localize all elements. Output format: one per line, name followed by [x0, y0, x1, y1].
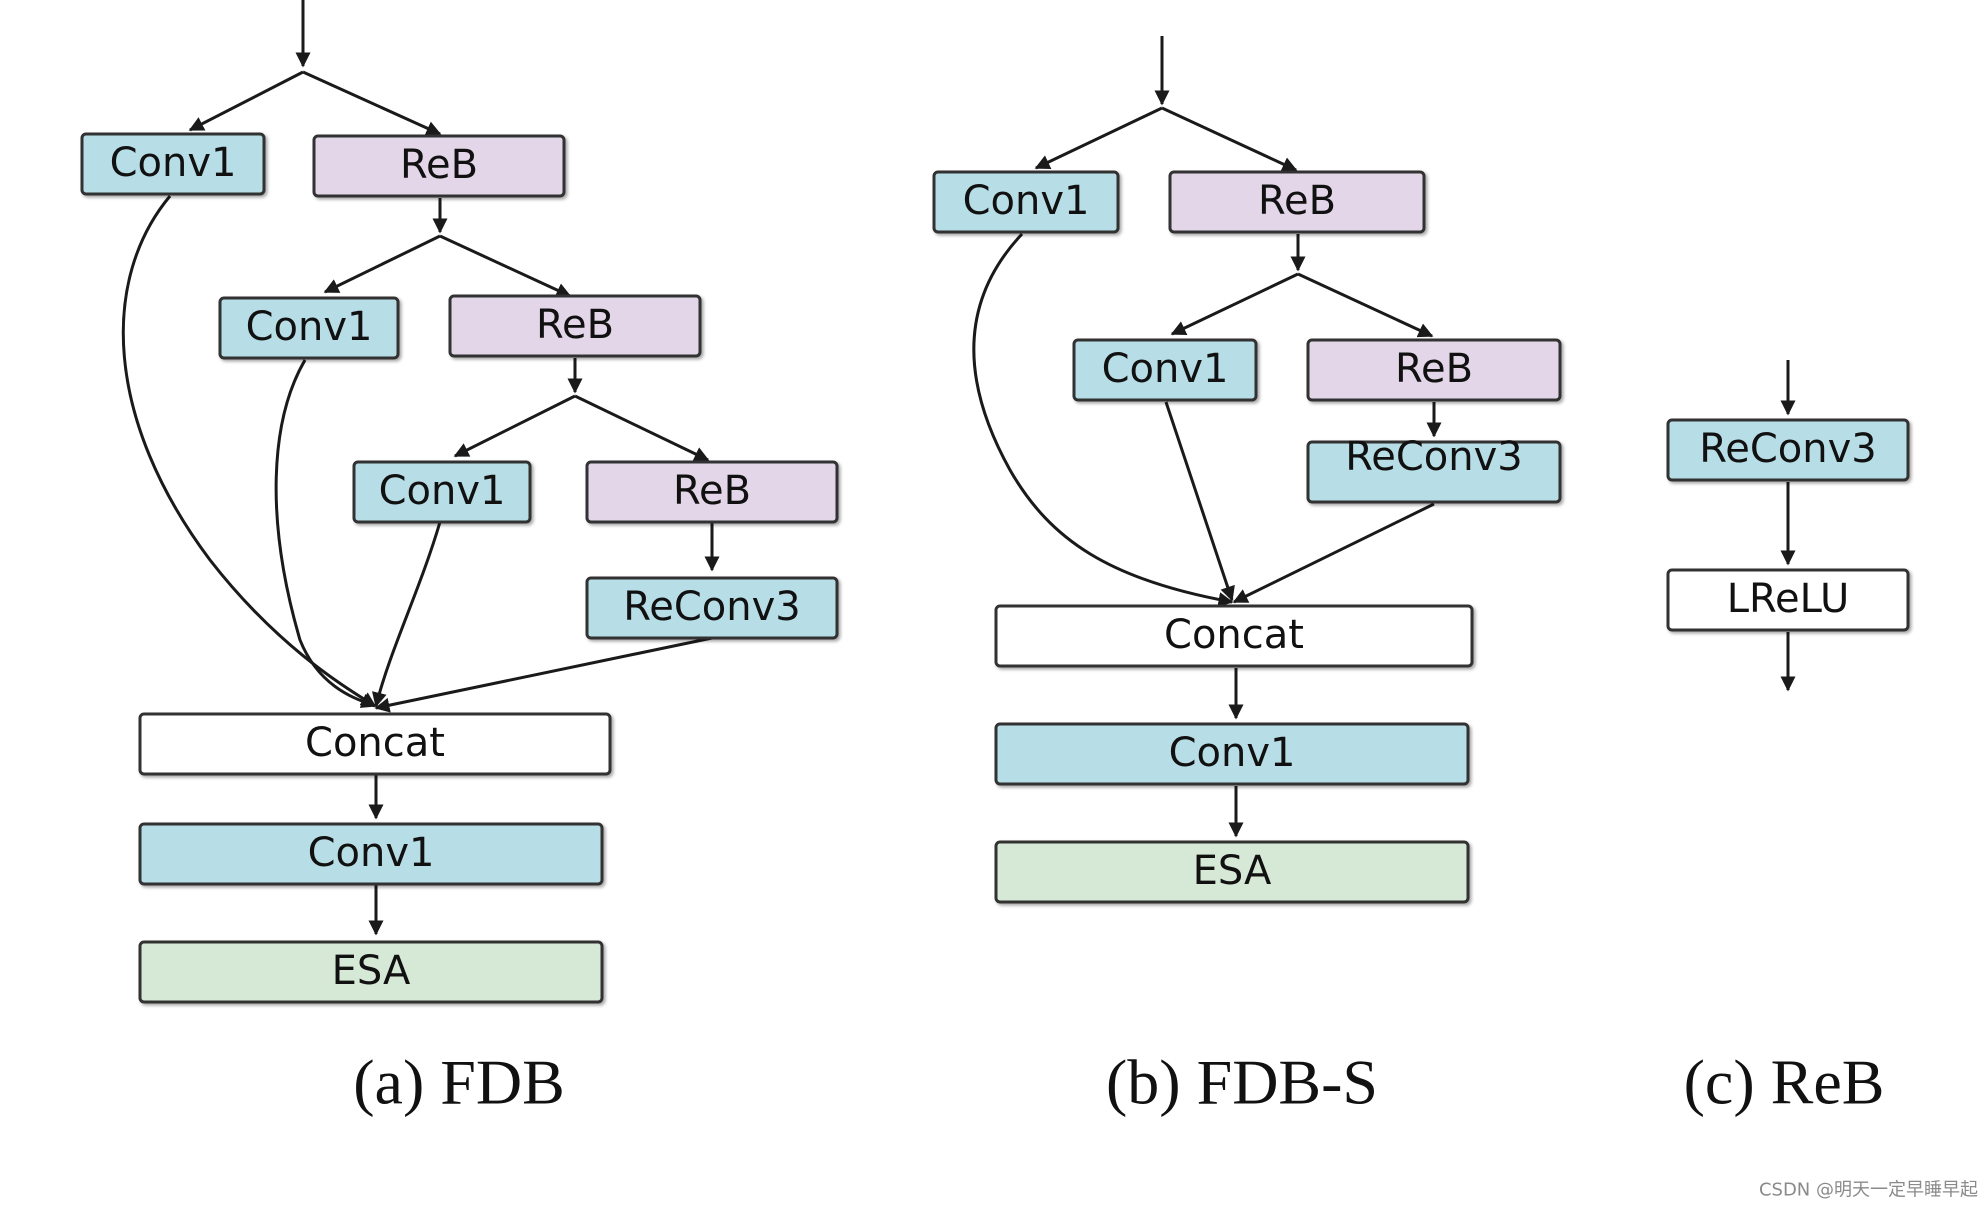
fdb-reconv3-label: ReConv3 — [623, 584, 800, 630]
csdn-watermark: CSDN @明天一定早睡早起 — [1759, 1180, 1978, 1201]
fdb-conv1-c-label: Conv1 — [379, 468, 506, 514]
reb-lrelu: LReLU — [1666, 568, 1910, 632]
fdb-reb-b-label: ReB — [536, 302, 614, 348]
fdb-s-conv1-out-label: Conv1 — [1169, 730, 1296, 776]
fdb-s-conv1-a-label: Conv1 — [963, 178, 1090, 224]
fdb-s-conv1-b: Conv1 — [1072, 338, 1258, 402]
fdb-concat: Concat — [138, 712, 612, 776]
fdb-reb-b: ReB — [448, 294, 702, 358]
fdb-s-reb-b: ReB — [1306, 338, 1562, 402]
fdb-s-conv1-a: Conv1 — [932, 170, 1120, 234]
fdb-caption: (a) FDB — [353, 1047, 565, 1118]
fdb-reb-c: ReB — [585, 460, 839, 524]
reb-reconv3: ReConv3 — [1666, 418, 1910, 482]
fdb-s-concat: Concat — [994, 604, 1474, 668]
fdb-s-esa-label: ESA — [1193, 848, 1272, 894]
reb-reconv3-label: ReConv3 — [1699, 426, 1876, 472]
fdb-conv1-c: Conv1 — [352, 460, 532, 524]
fdb-edges — [121, 0, 720, 936]
fdb-reb-a-label: ReB — [400, 142, 478, 188]
fdb-conv1-b: Conv1 — [218, 296, 400, 360]
fdb-s-reb-b-label: ReB — [1395, 346, 1473, 392]
fdb-esa: ESA — [138, 940, 604, 1004]
reb-lrelu-label: LReLU — [1727, 576, 1849, 622]
fdb-s-reb-a-label: ReB — [1258, 178, 1336, 224]
fdb-s-reb-a: ReB — [1168, 170, 1426, 234]
fdb-conv1-a: Conv1 — [80, 132, 266, 196]
fdb-s-reconv3: ReConv3 — [1306, 434, 1562, 504]
fdb-reb-c-label: ReB — [673, 468, 751, 514]
fdb-conv1-out: Conv1 — [138, 822, 604, 886]
fdb-s-conv1-out: Conv1 — [994, 722, 1470, 786]
fdb-conv1-b-label: Conv1 — [246, 304, 373, 350]
fdb-reb-a: ReB — [312, 134, 566, 198]
fdb-esa-label: ESA — [332, 948, 411, 994]
fdb-s-edges — [972, 36, 1442, 838]
fdb-s-caption: (b) FDB-S — [1106, 1047, 1378, 1118]
reb-caption: (c) ReB — [1684, 1047, 1885, 1118]
fdb-s-reconv3-label: ReConv3 — [1345, 434, 1522, 480]
fdb-concat-label: Concat — [305, 720, 445, 766]
fdb-s-concat-label: Concat — [1164, 612, 1304, 658]
fdb-conv1-out-label: Conv1 — [308, 830, 435, 876]
panel-fdb-s: Conv1 ReB Conv1 ReB ReConv3 Concat Conv1 — [932, 36, 1562, 1118]
fdb-conv1-a-label: Conv1 — [110, 140, 237, 186]
fdb-s-esa: ESA — [994, 840, 1470, 904]
fdb-s-conv1-b-label: Conv1 — [1102, 346, 1229, 392]
panel-reb: ReConv3 LReLU (c) ReB — [1666, 360, 1910, 1118]
fdb-reconv3: ReConv3 — [585, 576, 839, 640]
panel-fdb: Conv1 ReB Conv1 ReB Conv1 ReB ReConv3 C — [80, 0, 839, 1118]
